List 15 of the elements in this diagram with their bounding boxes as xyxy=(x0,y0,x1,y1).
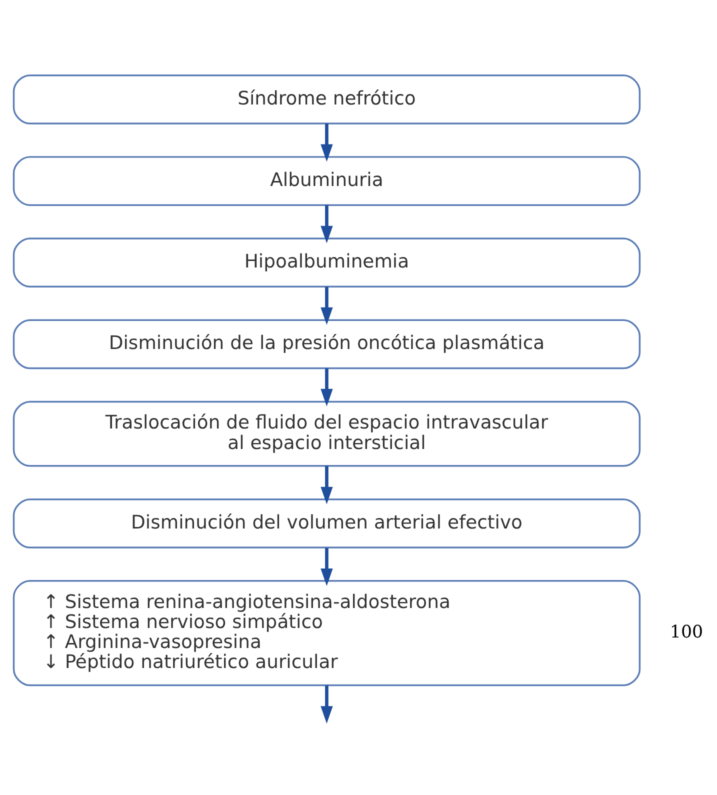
node-box: Disminución del volumen arterial efectivo xyxy=(12,498,641,548)
arrow xyxy=(320,685,333,724)
arrow xyxy=(320,368,333,406)
node-box: Disminución de la presión oncótica plasmática xyxy=(12,319,641,370)
arrow xyxy=(320,286,333,325)
node-box: Síndrome nefrótico xyxy=(12,74,641,124)
node-box: Hipoalbuminemia xyxy=(12,238,641,288)
node-box: ↑ Sistema renina-angiotensina-aldosterona ↑ Sistema nervioso simpático ↑ Arginina-vasopresina ↓ Péptido natriurético auricular xyxy=(12,580,641,686)
arrow xyxy=(320,548,333,586)
arrow xyxy=(320,205,333,244)
node-box: Traslocación de fluido del espacio intravascular al espacio intersticial xyxy=(12,400,641,467)
arrow xyxy=(320,124,333,162)
arrow xyxy=(320,466,333,504)
label: 100 xyxy=(670,622,704,643)
node-box: Albuminuria xyxy=(12,156,641,206)
